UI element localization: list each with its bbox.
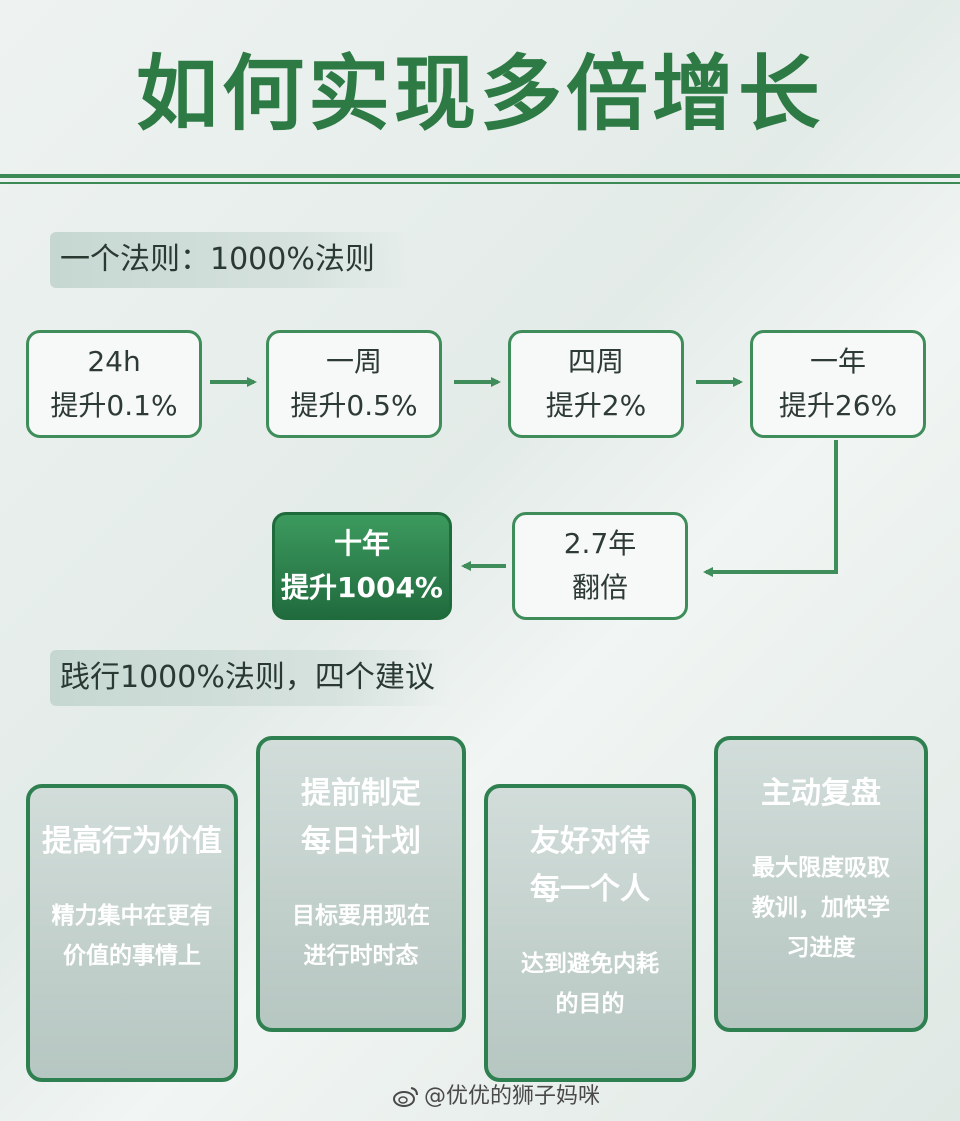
- step-gain: 提升1004%: [281, 571, 443, 604]
- step-gain: 翻倍: [571, 571, 628, 604]
- card-desc: 最大限度吸取 教训，加快学 习进度: [752, 855, 890, 961]
- arrow-step4-step5: [703, 440, 838, 577]
- card-review: 主动复盘 最大限度吸取 教训，加快学 习进度: [714, 736, 928, 1032]
- section-label-rule: 一个法则：1000%法则: [50, 232, 410, 288]
- card-title: 提前制定 每日计划: [301, 776, 421, 859]
- watermark-text: @优优的狮子妈咪: [424, 1084, 601, 1109]
- page-title: 如何实现多倍增长: [135, 47, 824, 142]
- card-title: 友好对待 每一个人: [530, 824, 650, 907]
- step-four-weeks: 四周 提升2%: [508, 330, 684, 438]
- card-treat-kindly: 友好对待 每一个人 达到避免内耗 的目的: [484, 784, 696, 1082]
- card-title: 主动复盘: [761, 776, 881, 811]
- step-period: 十年: [333, 527, 390, 560]
- step-2-7-years: 2.7年 翻倍: [512, 512, 688, 620]
- watermark: @优优的狮子妈咪: [392, 1080, 632, 1114]
- card-desc: 精力集中在更有 价值的事情上: [51, 903, 213, 969]
- step-period: 一年: [809, 345, 866, 378]
- step-period: 四周: [567, 345, 624, 378]
- step-24h: 24h 提升0.1%: [26, 330, 202, 438]
- step-year: 一年 提升26%: [750, 330, 926, 438]
- step-period: 一周: [325, 345, 382, 378]
- step-period: 24h: [87, 345, 141, 378]
- title-divider-thin: [0, 182, 960, 184]
- step-gain: 提升26%: [778, 389, 898, 422]
- step-gain: 提升0.5%: [290, 389, 418, 422]
- section-label-suggestions: 践行1000%法则，四个建议: [50, 650, 450, 706]
- step-week: 一周 提升0.5%: [266, 330, 442, 438]
- card-daily-plan: 提前制定 每日计划 目标要用现在 进行时时态: [256, 736, 466, 1032]
- card-desc: 达到避免内耗 的目的: [521, 951, 659, 1017]
- step-gain: 提升2%: [545, 389, 647, 422]
- step-period: 2.7年: [563, 527, 637, 560]
- step-gain: 提升0.1%: [50, 389, 178, 422]
- card-title: 提高行为价值: [42, 824, 222, 859]
- title-divider: [0, 174, 960, 178]
- card-behavior-value: 提高行为价值 精力集中在更有 价值的事情上: [26, 784, 238, 1082]
- weibo-icon: [393, 1087, 418, 1107]
- card-desc: 目标要用现在 进行时时态: [292, 903, 430, 969]
- step-ten-years: 十年 提升1004%: [272, 512, 452, 620]
